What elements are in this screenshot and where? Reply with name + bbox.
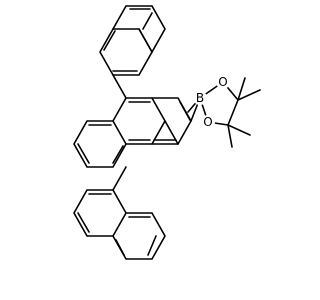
bond-lines (73, 5, 261, 260)
top-naphthyl-link (112, 74, 127, 99)
anthracene-left-double-3 (112, 145, 124, 164)
anthracene-right-double-1 (179, 101, 191, 121)
top-naphthyl-left-ring (99, 28, 153, 76)
bottom-naphthyl-double-2 (77, 212, 90, 233)
chemical-structure-diagram: B O O (73, 5, 261, 260)
bottom-naphthyl-link (112, 166, 127, 191)
bottom-naphthyl-left-ring (73, 189, 127, 237)
methyl-bond-2 (237, 77, 246, 101)
top-naphthyl-double-1 (103, 30, 116, 51)
top-naphthyl-right-ring (138, 5, 166, 54)
bottom-naphthyl-right-ring (112, 212, 166, 260)
oxygen-atom-2-bg (201, 115, 215, 129)
top-naphthyl-right-ring-2 (112, 5, 153, 30)
bottom-naphthyl-double-5 (115, 239, 125, 256)
boron-label: B (196, 91, 204, 105)
oxygen-label-2: O (203, 115, 212, 129)
oxygen-label-1: O (218, 75, 227, 89)
bottom-naphthyl-double-4 (147, 235, 157, 256)
anthracene-left-ring (73, 120, 127, 168)
boron-atom-bg (193, 91, 207, 105)
anthracene-central-ring (112, 97, 166, 145)
methyl-bond-4 (227, 124, 233, 148)
oxygen-atom-1-bg (216, 75, 230, 89)
top-naphthyl-double-3 (142, 12, 153, 30)
molecule-structure-canvas: B O O (73, 5, 261, 260)
methyl-bond-1 (237, 89, 261, 101)
methyl-bond-3 (227, 124, 251, 136)
anthracene-right-ring (151, 97, 192, 145)
carbon-carbon-bond (227, 99, 239, 126)
anthracene-left-double-2 (77, 143, 90, 164)
atom-labels: B O O (193, 75, 230, 129)
